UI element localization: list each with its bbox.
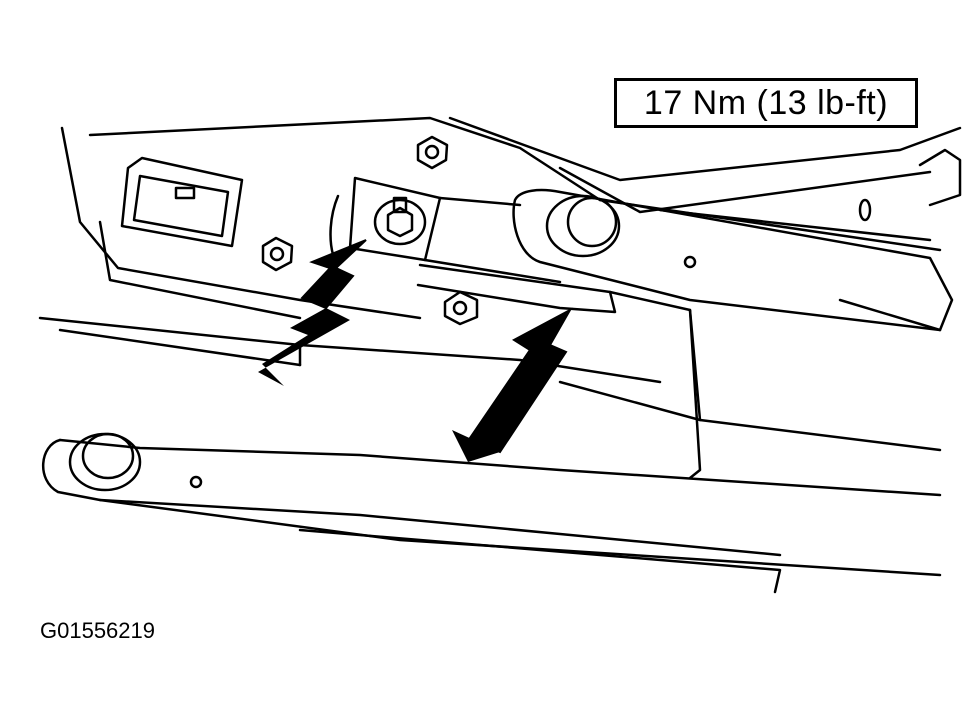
bolt-left [263,238,292,270]
lower-drive-arm [43,434,940,592]
vent-grille [122,158,242,246]
pivot-bracket [331,178,560,282]
upper-frame [450,118,960,330]
linkage-clip [418,265,940,478]
arrow-pointer-clip [452,310,570,462]
pivot-nut [375,198,425,244]
bolt-center [445,292,477,324]
upper-drive-arm [514,150,960,330]
figure-id: G01556219 [40,618,155,643]
torque-spec-text: 17 Nm (13 lb-ft) [643,83,889,122]
torque-spec-callout: 17 Nm (13 lb-ft) [614,78,918,128]
bolt-upper [418,137,447,168]
cowl-panel [40,118,660,382]
arrow-pointer-pivot-nut [258,240,366,386]
